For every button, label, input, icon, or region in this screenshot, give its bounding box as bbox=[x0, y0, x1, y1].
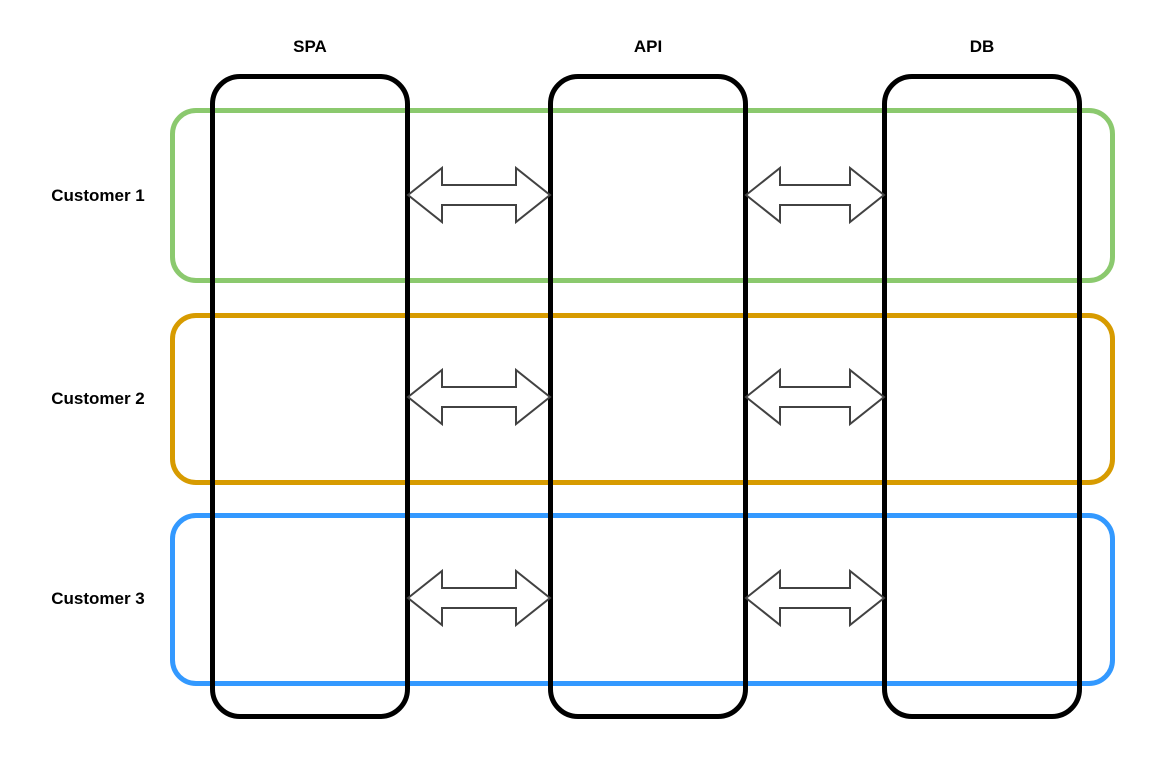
arrow-spa-api-customer-2 bbox=[406, 365, 552, 429]
api-column-shape bbox=[548, 74, 748, 719]
double-arrow-icon bbox=[744, 367, 886, 427]
customer-3-band bbox=[170, 513, 1115, 686]
double-arrow-icon bbox=[406, 367, 552, 427]
double-arrow-icon bbox=[406, 165, 552, 225]
column-label-api: API bbox=[633, 37, 663, 56]
db-column-shape bbox=[882, 74, 1082, 719]
customer-1-label: Customer 1 bbox=[51, 186, 145, 205]
column-label-spa: SPA bbox=[293, 37, 327, 56]
arrow-api-db-customer-1 bbox=[744, 163, 886, 227]
double-arrow-icon bbox=[406, 568, 552, 628]
customer-1-band bbox=[170, 108, 1115, 283]
customer-3-label: Customer 3 bbox=[51, 589, 145, 608]
customer-2-label: Customer 2 bbox=[51, 389, 145, 408]
arrow-api-db-customer-2 bbox=[744, 365, 886, 429]
arrow-spa-api-customer-1 bbox=[406, 163, 552, 227]
spa-column-shape bbox=[210, 74, 410, 719]
double-arrow-icon bbox=[744, 165, 886, 225]
arrow-api-db-customer-3 bbox=[744, 566, 886, 630]
column-label-db: DB bbox=[969, 37, 995, 56]
double-arrow-icon bbox=[744, 568, 886, 628]
customer-2-band bbox=[170, 313, 1115, 485]
arrow-spa-api-customer-3 bbox=[406, 566, 552, 630]
